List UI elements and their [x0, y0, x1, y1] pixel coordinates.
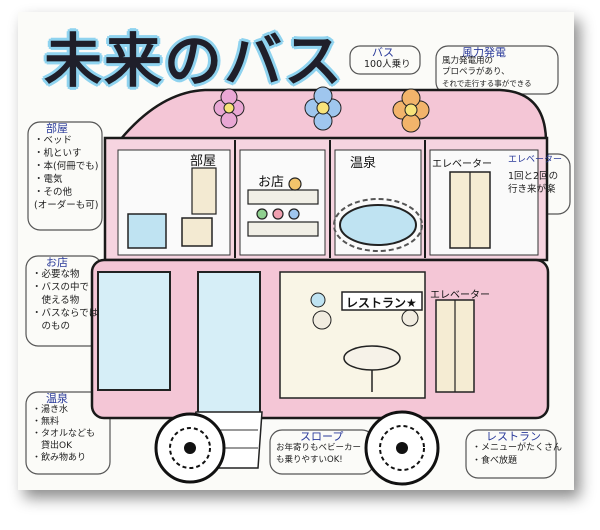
room-label-elevator-bottom: エレベーター	[430, 290, 490, 301]
note-restaurant-body: ・メニューがたくさん ・食べ放題	[472, 442, 562, 468]
front-door	[197, 271, 261, 417]
note-slope-line: も乗りやすいOK!	[276, 455, 343, 465]
note-onsen-line: ・湯き水	[32, 405, 69, 415]
note-room-title: 部屋	[46, 122, 68, 135]
note-shop-title: お店	[46, 256, 68, 269]
note-wind-line-1: 風力発電用の	[442, 56, 494, 66]
note-wind-title: 風力発電	[462, 46, 506, 59]
note-elevator-line: 行き来が楽	[508, 184, 556, 195]
note-onsen-body: ・湯き水 ・無料 ・タオルなども 貸出OK ・飲み物あり	[32, 404, 95, 464]
note-bus-frame	[349, 45, 421, 75]
note-elevator-line: 1回と2回の	[508, 171, 559, 182]
note-restaurant-line: ・食べ放題	[472, 456, 518, 466]
note-shop-line: ・バスならでは	[32, 308, 99, 319]
page-title: 未来のバス	[44, 27, 345, 95]
note-slope-title: スロープ	[300, 430, 344, 443]
note-room-body: ・ベッド ・机といす ・本(何冊でも) ・電気 ・その他 (オーダーも可)	[34, 134, 98, 212]
note-restaurant-frame	[465, 429, 557, 479]
room-label-elevator-top: エレベーター	[432, 159, 492, 170]
note-bus-line: 100人乗り	[364, 59, 411, 70]
note-room-line: ・ベッド	[34, 135, 73, 146]
onsen-pool	[339, 204, 417, 246]
note-shop-line: ・必要な物	[32, 269, 80, 280]
flower-propellers	[213, 86, 430, 133]
note-bus-title: バス	[372, 46, 394, 59]
note-shop-body: ・必要な物 ・バスの中で 使える物 ・バスならでは のもの	[32, 268, 98, 333]
wheels	[154, 410, 440, 486]
note-onsen-frame	[25, 391, 111, 475]
restaurant-sign-board	[341, 291, 423, 311]
room-label-omise: お店	[258, 175, 285, 190]
front-window	[97, 271, 171, 391]
note-onsen-title: 温泉	[46, 392, 68, 405]
note-room-line: ・その他	[34, 187, 73, 198]
flower-2	[304, 86, 342, 131]
shop-shelves	[247, 177, 319, 237]
desk	[181, 217, 213, 247]
note-room-line: ・電気	[34, 174, 63, 185]
room-label-heya: 部屋	[190, 154, 217, 169]
shelf	[191, 167, 217, 215]
note-room-line: ・本(何冊でも)	[34, 161, 99, 172]
note-shop-line: ・バスの中で	[32, 282, 90, 293]
note-wind-line-3: それで走行する事ができる	[442, 79, 532, 88]
note-onsen-line: 貸出OK	[32, 441, 72, 451]
note-wind-body: 風力発電用の プロペラがあり、 それで走行する事ができる	[442, 56, 532, 89]
note-slope-line: お年寄りもベビーカー	[276, 443, 362, 453]
restaurant-sign: レストラン★	[346, 296, 417, 310]
note-shop-line: 使える物	[32, 295, 80, 306]
restaurant-room	[279, 271, 426, 399]
flower-1	[213, 88, 245, 129]
note-onsen-line: ・無料	[32, 417, 60, 427]
note-room-frame	[27, 121, 103, 231]
bathtub	[127, 213, 167, 249]
note-room-line: (オーダーも可)	[34, 200, 99, 211]
note-elevator-body: 1回と2回の 行き来が楽	[508, 170, 558, 196]
room-label-onsen: 温泉	[350, 156, 377, 171]
note-onsen-line: ・タオルなども	[32, 429, 96, 439]
note-elevator-title: エレベーター	[508, 155, 563, 165]
note-restaurant-title: レストラン	[486, 430, 541, 443]
note-wind-line-2: プロペラがあり、	[442, 67, 510, 77]
note-room-line: ・机といす	[34, 148, 82, 159]
note-shop-line: のもの	[32, 321, 71, 332]
restaurant-table	[343, 345, 401, 371]
note-slope-body: お年寄りもベビーカー も乗りやすいOK!	[276, 442, 361, 466]
note-restaurant-line: ・メニューがたくさん	[472, 443, 563, 453]
flower-3	[392, 88, 430, 133]
note-onsen-line: ・飲み物あり	[32, 453, 87, 463]
